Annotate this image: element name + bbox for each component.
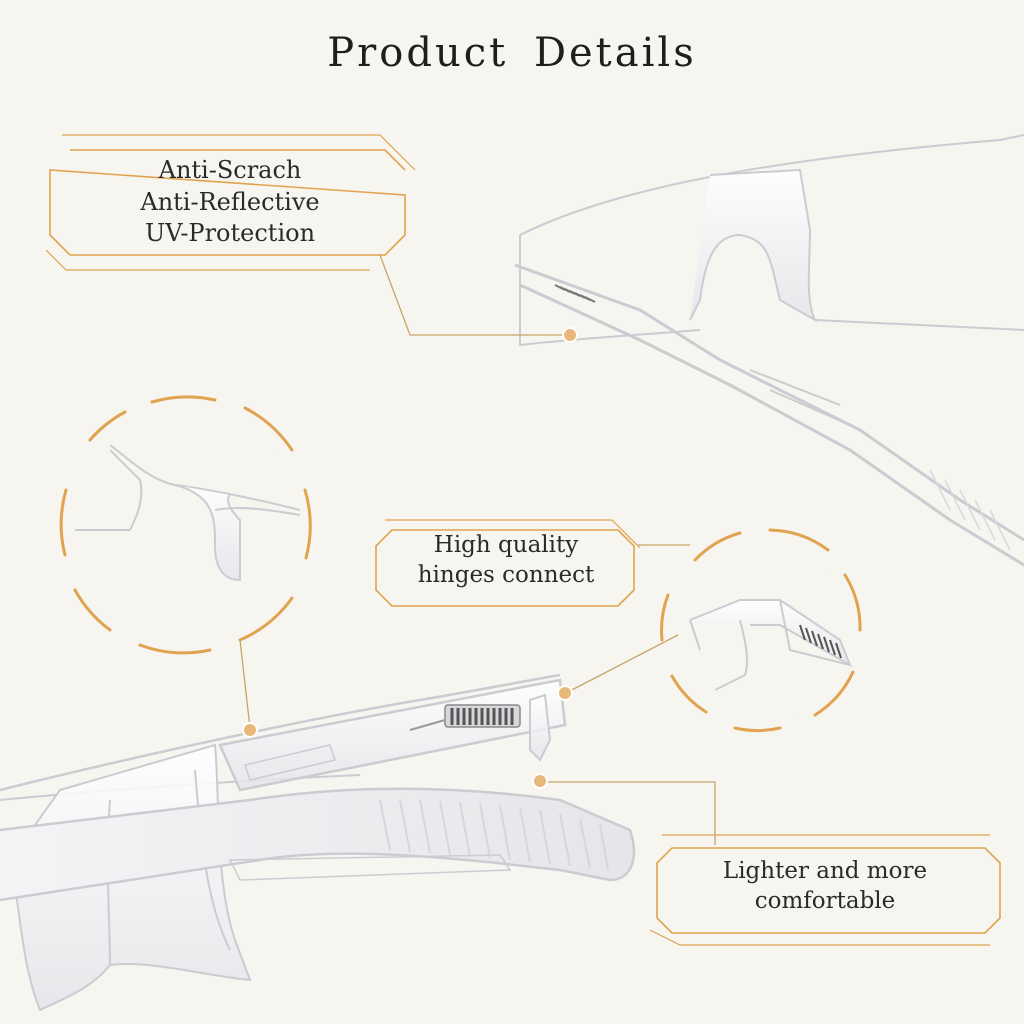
hinges-line-1: High quality: [433, 532, 579, 558]
callout-frame-lighter: [649, 834, 1001, 946]
page-title: Product Details: [327, 30, 697, 76]
callout-dots: [242, 327, 578, 789]
lighter-line-2: comfortable: [754, 888, 896, 915]
feature-line-anti-reflective: Anti-Reflective: [140, 187, 320, 216]
lighter-line-1: Lighter and more: [722, 858, 928, 884]
callout-frame-features: [45, 134, 416, 271]
feature-line-uv-protection: UV-Protection: [144, 219, 316, 248]
callout-lighter-text: Lighter and more comfortable: [655, 856, 995, 917]
hinges-line-2: hinges connect: [417, 562, 595, 589]
spring-top: [554, 284, 596, 303]
zoom-circle-nosepad: [59, 395, 312, 655]
glasses-top-illustration: [514, 134, 1024, 567]
leader-lines: [239, 254, 716, 845]
glasses-bottom-illustration: [0, 673, 636, 1012]
zoom-circle-hinge: [660, 528, 862, 733]
spring-bottom: [450, 708, 514, 725]
feature-line-anti-scratch: Anti-Scrach: [158, 156, 302, 184]
callout-hinges-text: High quality hinges connect: [378, 530, 634, 591]
callout-features-text: Anti-Scrach Anti-Reflective UV-Protectio…: [50, 155, 410, 250]
spring-zoom: [799, 624, 842, 659]
callout-frame-hinges: [375, 519, 641, 607]
